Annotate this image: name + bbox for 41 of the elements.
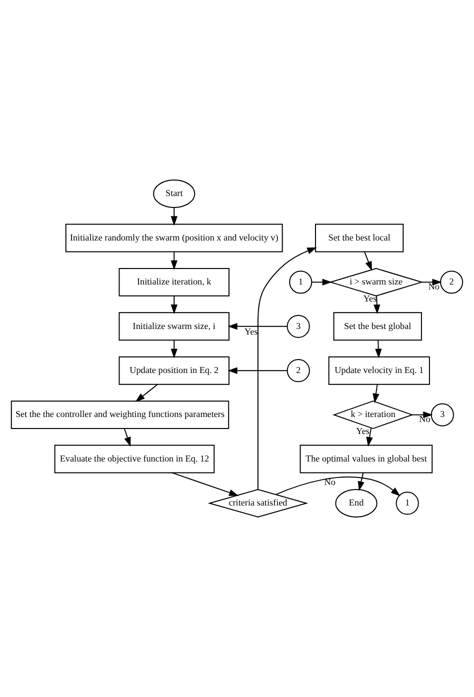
node-circle: 2 bbox=[286, 359, 310, 382]
arrow bbox=[135, 384, 158, 402]
arrow bbox=[364, 251, 372, 272]
node-box: Update position in Eq. 2 bbox=[118, 356, 230, 385]
arrow bbox=[257, 247, 317, 490]
arrow bbox=[311, 278, 332, 286]
arrow bbox=[358, 472, 364, 491]
arrow bbox=[228, 367, 288, 374]
edge-label: Yes bbox=[244, 326, 258, 336]
arrow bbox=[228, 323, 288, 330]
arrow bbox=[366, 427, 373, 447]
node-box: Set the the controller and weighting functions parameters bbox=[10, 400, 230, 430]
arrow bbox=[170, 207, 178, 226]
node-box: Set the best local bbox=[315, 224, 404, 252]
arrow bbox=[170, 340, 178, 358]
arrow bbox=[412, 411, 433, 418]
node-ellipse: Start bbox=[153, 180, 196, 208]
arrow bbox=[172, 472, 239, 496]
arrow bbox=[275, 476, 400, 496]
node-box: Evaluate the objective function in Eq. 12 bbox=[54, 444, 215, 474]
node-box: Initialize iteration, k bbox=[118, 268, 230, 296]
node-circle: 1 bbox=[289, 270, 312, 294]
node-diamond: k > iteration bbox=[332, 400, 414, 430]
node-box: Initialize swarm size, i bbox=[118, 312, 230, 341]
node-box: Initialize randomly the swarm (position x and velocity v) bbox=[65, 224, 283, 252]
arrow bbox=[124, 428, 131, 447]
node-circle: 3 bbox=[286, 314, 310, 338]
arrow bbox=[372, 384, 380, 404]
node-circle: 1 bbox=[396, 492, 419, 515]
arrow bbox=[170, 251, 178, 270]
node-box: The optimal values in global best bbox=[300, 444, 433, 474]
node-circle: 3 bbox=[430, 403, 454, 426]
node-circle: 2 bbox=[440, 270, 464, 294]
arrow bbox=[170, 296, 178, 314]
node-ellipse: End bbox=[335, 489, 378, 518]
arrow bbox=[421, 278, 442, 286]
edge-label: Yes bbox=[363, 294, 377, 304]
arrow bbox=[375, 340, 382, 358]
node-box: Set the best global bbox=[333, 312, 422, 341]
node-diamond: i > swarm size bbox=[328, 268, 424, 296]
node-box: Update velocity in Eq. 1 bbox=[328, 356, 430, 385]
